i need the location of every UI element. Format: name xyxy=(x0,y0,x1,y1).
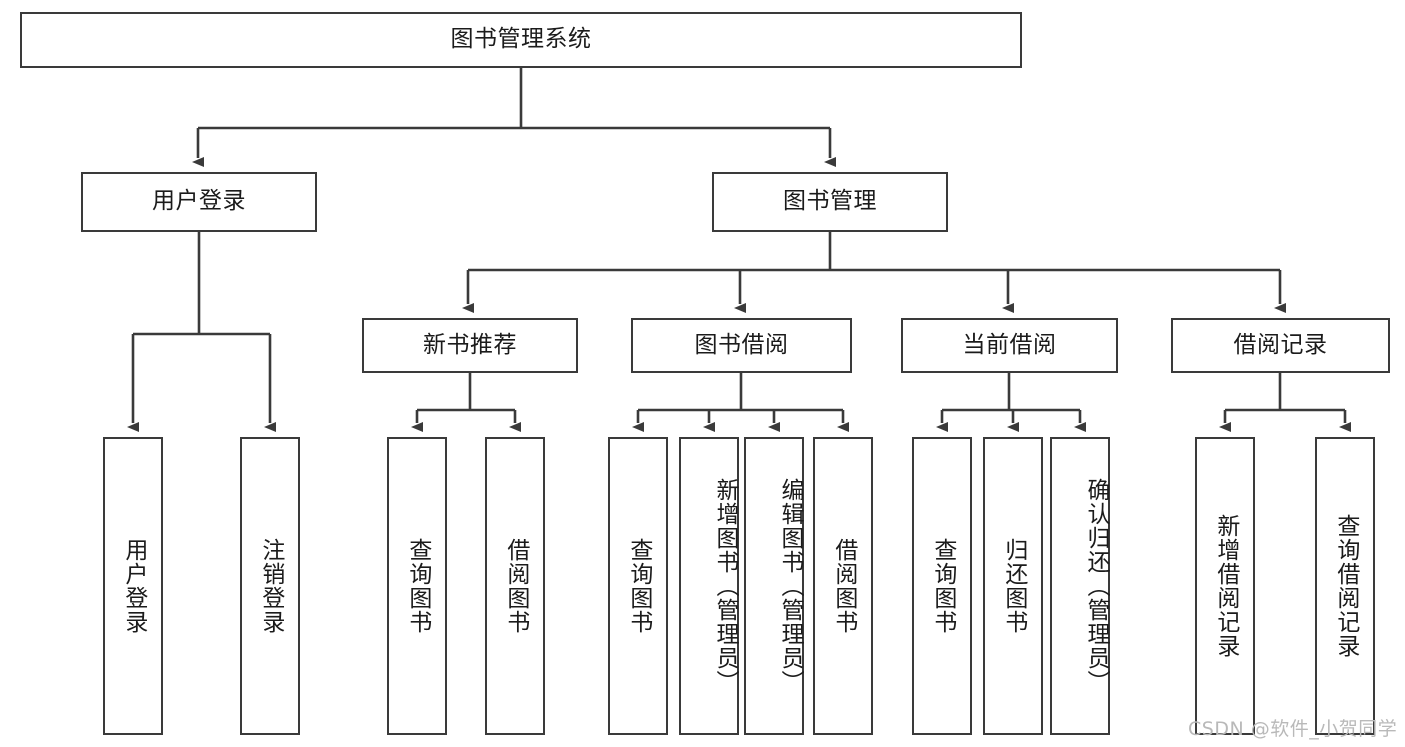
node-user-login[interactable]: 用户登录 xyxy=(81,172,317,232)
node-leaf-borrow-book-1[interactable]: 借阅图书 xyxy=(485,437,545,735)
node-leaf-query-book-3[interactable]: 查询图书 xyxy=(912,437,972,735)
node-leaf-confirm-return-admin[interactable]: 确认归还（管理员） xyxy=(1050,437,1110,735)
node-leaf-query-book-2[interactable]: 查询图书 xyxy=(608,437,668,735)
node-leaf-borrow-book-2[interactable]: 借阅图书 xyxy=(813,437,873,735)
node-leaf-add-borrow-record[interactable]: 新增借阅记录 xyxy=(1195,437,1255,735)
node-leaf-user-login[interactable]: 用户登录 xyxy=(103,437,163,735)
node-new-book-recommend[interactable]: 新书推荐 xyxy=(362,318,578,373)
node-leaf-add-book-admin[interactable]: 新增图书（管理员） xyxy=(679,437,739,735)
node-current-borrow[interactable]: 当前借阅 xyxy=(901,318,1118,373)
node-book-management[interactable]: 图书管理 xyxy=(712,172,948,232)
node-leaf-query-book-1[interactable]: 查询图书 xyxy=(387,437,447,735)
node-book-borrow[interactable]: 图书借阅 xyxy=(631,318,852,373)
node-root-system[interactable]: 图书管理系统 xyxy=(20,12,1022,68)
csdn-watermark: CSDN @软件_小贺同学 xyxy=(1188,718,1398,740)
node-leaf-edit-book-admin[interactable]: 编辑图书（管理员） xyxy=(744,437,804,735)
node-leaf-return-book[interactable]: 归还图书 xyxy=(983,437,1043,735)
node-leaf-logout-login[interactable]: 注销登录 xyxy=(240,437,300,735)
node-leaf-query-borrow-record[interactable]: 查询借阅记录 xyxy=(1315,437,1375,735)
node-borrow-record[interactable]: 借阅记录 xyxy=(1171,318,1390,373)
